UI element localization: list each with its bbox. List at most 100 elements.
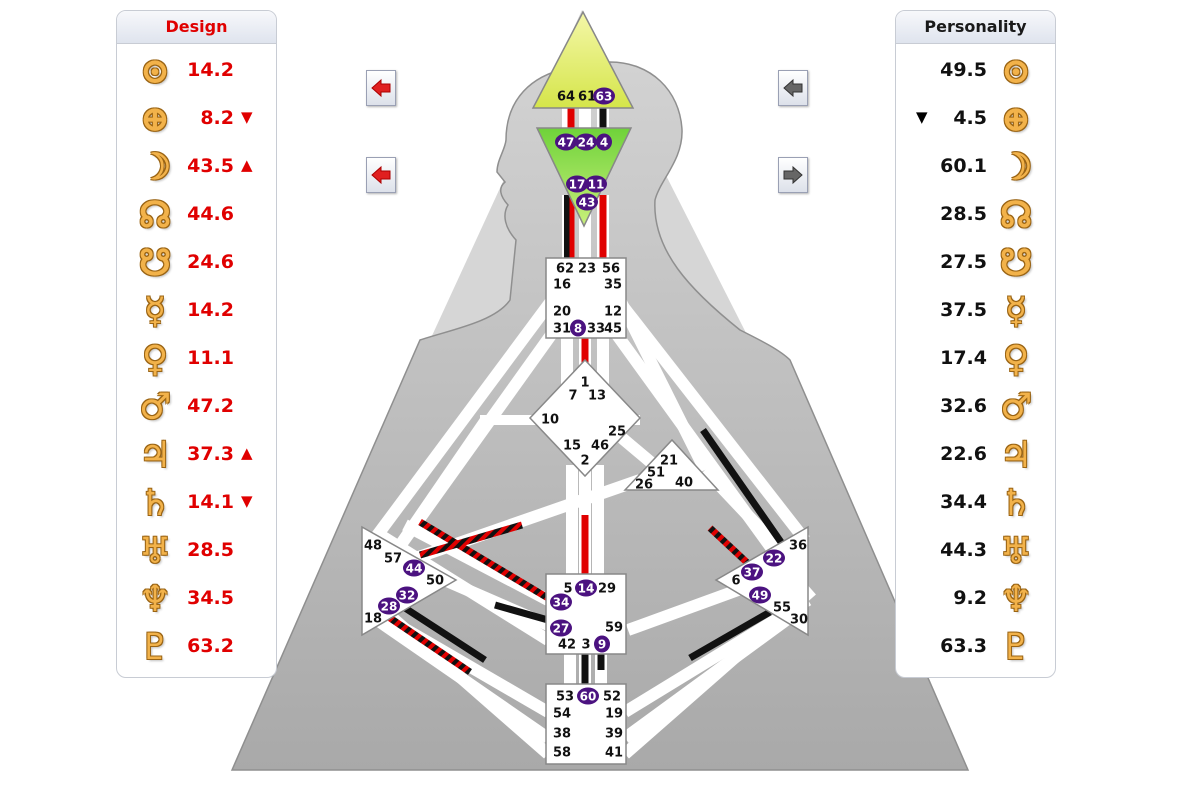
planet-row: ☊44.6 (117, 191, 276, 239)
gate-number: 33 (587, 322, 605, 337)
gate-number: 32 (399, 589, 416, 603)
gate-number: 53 (556, 690, 574, 705)
gate-number: 13 (588, 389, 606, 404)
gate-number: 14 (578, 582, 595, 596)
planet-row: ♂47.2 (117, 383, 276, 431)
gate-number: 55 (773, 601, 791, 616)
planet-row: ☿14.2 (117, 287, 276, 335)
planet-value: 28.5 (940, 203, 987, 225)
gate-number: 41 (605, 746, 623, 761)
planet-row: ♆34.5 (117, 575, 276, 623)
gate-number: 5 (563, 582, 572, 597)
design-panel: Design ⊙14.2⊕8.2▼☽43.5▲☊44.6☋24.6☿14.2♀1… (116, 10, 277, 678)
gate-number: 12 (604, 305, 622, 320)
personality-next-button[interactable] (778, 157, 808, 193)
gate-highlight (575, 579, 597, 597)
personality-prev-button[interactable] (778, 70, 808, 106)
pluto-icon: ♇ (138, 626, 172, 668)
planet-row: ☋ 24.6 (117, 239, 276, 287)
gate-number: 46 (591, 439, 609, 454)
sun-icon: ⊙ (1000, 50, 1032, 92)
north-node-icon: ☊ (139, 194, 171, 236)
planet-value: 14.1 (187, 491, 234, 513)
gate-number: 47 (558, 136, 575, 150)
head-center (531, 10, 635, 109)
planet-value: 22.6 (940, 443, 987, 465)
gate-highlight (576, 193, 598, 211)
gate-number: 21 (660, 454, 678, 469)
design-prev-button-top[interactable] (366, 70, 396, 106)
planet-value: 47.2 (187, 395, 234, 417)
gate-highlight (594, 635, 610, 653)
gate-number: 54 (553, 707, 571, 722)
north-node-icon: ☊ (1000, 194, 1032, 236)
planet-value: 9.2 (953, 587, 987, 609)
planet-row: ♄ 14.1 ▼ (117, 479, 276, 527)
planet-row: ⊕4.5▼ (896, 95, 1055, 143)
direction-arrow: ▼ (241, 492, 253, 510)
planet-row: ♀17.4 (896, 335, 1055, 383)
centers (361, 10, 809, 765)
channel-activation (494, 601, 549, 624)
gate-number: 22 (766, 552, 783, 566)
gate-number: 16 (553, 278, 571, 293)
gate-number: 9 (598, 638, 606, 652)
design-panel-title: Design (117, 11, 276, 44)
gate-highlight (555, 133, 577, 151)
planet-row: ☽60.1 (896, 143, 1055, 191)
gate-number: 31 (553, 322, 571, 337)
gate-highlight (566, 175, 588, 193)
gate-number: 34 (553, 596, 570, 610)
channel-activation (419, 521, 523, 559)
channel (365, 296, 557, 549)
venus-icon: ♀ (1002, 338, 1030, 380)
gate-number: 28 (381, 600, 398, 614)
pluto-icon: ♇ (999, 626, 1033, 668)
arrow-left-icon (783, 78, 803, 98)
planet-value: 37.3 (187, 443, 234, 465)
planet-row: ♅44.3 (896, 527, 1055, 575)
gate-highlight (570, 319, 586, 337)
gate-number: 42 (558, 638, 576, 653)
personality-panel-title: Personality (896, 11, 1055, 44)
planet-value: 34.4 (940, 491, 987, 513)
gate-number: 57 (384, 552, 402, 567)
gate-number: 45 (604, 322, 622, 337)
planet-row: ♄34.4 (896, 479, 1055, 527)
gate-number: 62 (556, 262, 574, 277)
south-node-icon: ☋ (139, 242, 171, 284)
gate-highlight (577, 687, 599, 705)
gate-number: 8 (574, 322, 582, 336)
gate-number: 15 (563, 439, 581, 454)
gate-number: 18 (364, 612, 382, 627)
neptune-icon: ♆ (138, 578, 172, 620)
planet-row: ♀11.1 (117, 335, 276, 383)
channel-activation (418, 518, 550, 602)
gate-number: 49 (752, 589, 769, 603)
gate-highlight (575, 133, 597, 151)
design-prev-button-bottom[interactable] (366, 157, 396, 193)
ego-center (623, 438, 720, 491)
venus-icon: ♀ (141, 338, 169, 380)
channel (613, 296, 810, 544)
earth-icon: ⊕ (139, 98, 171, 140)
saturn-icon: ♄ (138, 482, 172, 524)
moon-icon: ☽ (138, 146, 172, 188)
gate-highlight (749, 586, 771, 604)
channel-activation (688, 608, 772, 662)
mars-icon: ♂ (999, 386, 1033, 428)
south-node-icon: ☋ (1000, 242, 1032, 284)
planet-value: 24.6 (187, 251, 234, 273)
gate-number: 43 (579, 196, 596, 210)
gate-number: 1 (580, 376, 589, 391)
planet-row: ♃37.3▲ (117, 431, 276, 479)
planet-value: 27.5 (940, 251, 987, 273)
gate-highlight (550, 593, 572, 611)
planet-row: ♂32.6 (896, 383, 1055, 431)
planet-value: 63.3 (940, 635, 987, 657)
mercury-icon: ☿ (1004, 290, 1028, 332)
gate-number: 50 (426, 574, 444, 589)
direction-arrow: ▼ (241, 108, 253, 126)
planet-value: 43.5 (187, 155, 234, 177)
planet-value: 28.5 (187, 539, 234, 561)
